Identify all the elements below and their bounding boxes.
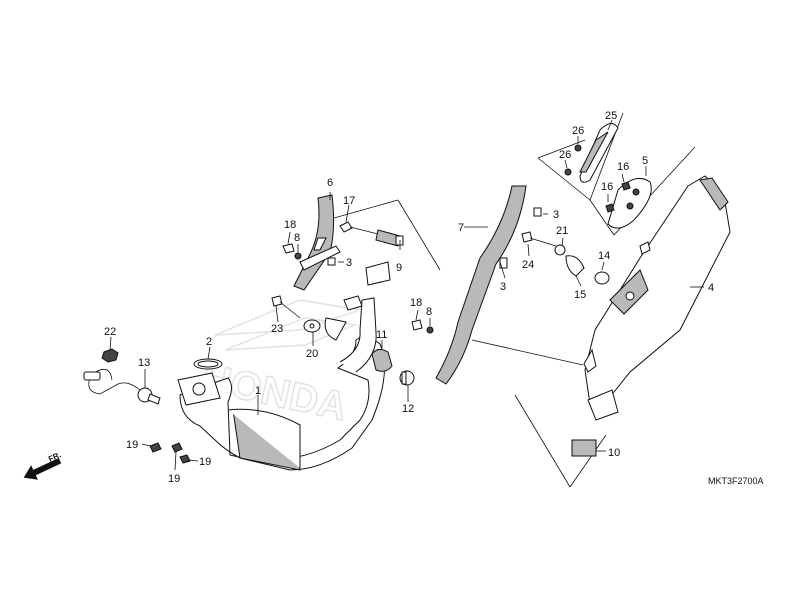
- bracket-parts-20-23: [271, 295, 363, 341]
- callout-19-right: 19: [199, 456, 211, 468]
- callout-2: 2: [206, 336, 212, 348]
- callout-labels: 1 2 3 3 3 4 5 6 7 8 8 9 10 11 12 13 14 1…: [104, 110, 714, 485]
- callout-16-upper: 16: [617, 161, 629, 173]
- muffler-shield-part-7: [435, 185, 527, 385]
- callout-16-lower: 16: [601, 181, 613, 193]
- mount-hardware-14-15-21-24: [521, 231, 610, 285]
- callout-8-lower: 8: [426, 306, 432, 318]
- diagram-code: MKT3F2700A: [708, 476, 764, 486]
- callout-13: 13: [138, 357, 150, 369]
- callout-18-lower: 18: [410, 297, 422, 309]
- muffler-part-4: [583, 175, 731, 421]
- callout-3-upper-right: 3: [553, 209, 559, 221]
- callout-21: 21: [556, 225, 568, 237]
- callout-9: 9: [396, 262, 402, 274]
- bolt-part-18-upper: [282, 243, 302, 260]
- bracket-part-25: [564, 123, 619, 183]
- bolt-part-18-lower: [411, 319, 434, 334]
- callout-3-lower: 3: [500, 281, 506, 293]
- fitting-parts-19: [149, 442, 191, 464]
- exhaust-pipe-part-1: [177, 261, 391, 471]
- callout-19-bottom: 19: [168, 473, 180, 485]
- callout-11: 11: [376, 329, 387, 341]
- callout-17: 17: [343, 195, 355, 207]
- callout-5: 5: [642, 155, 648, 167]
- front-direction-indicator: FR.: [23, 450, 63, 480]
- callout-6: 6: [327, 177, 333, 189]
- callout-8-upper: 8: [294, 232, 300, 244]
- bolt-part-17: [339, 221, 379, 235]
- callout-4: 4: [708, 282, 714, 294]
- callout-3-upper-left: 3: [346, 257, 352, 269]
- callout-14: 14: [598, 250, 610, 262]
- nut-part-22: [101, 348, 119, 363]
- clamp-part-9: [375, 229, 404, 247]
- callout-18-upper: 18: [284, 219, 296, 231]
- grommet-parts-11-12: [371, 348, 415, 386]
- callout-10: 10: [608, 447, 620, 459]
- sensor-part-13: [83, 368, 161, 405]
- callout-15: 15: [574, 289, 586, 301]
- tip-cap-part-10: [571, 439, 597, 457]
- callout-20: 20: [306, 348, 318, 360]
- callout-12: 12: [402, 403, 414, 415]
- collar-parts-3: [327, 207, 542, 269]
- callout-23: 23: [271, 323, 283, 335]
- heat-guard-part-6: [293, 194, 341, 291]
- callout-25: 25: [605, 110, 617, 122]
- callout-22: 22: [104, 326, 116, 338]
- callout-26-lower: 26: [559, 149, 571, 161]
- callout-24: 24: [522, 259, 534, 271]
- plate-part-5: [605, 177, 652, 229]
- gasket-part-2: [193, 358, 223, 370]
- callout-1: 1: [255, 385, 261, 397]
- callout-7: 7: [458, 222, 464, 234]
- leader-lines: [109, 119, 704, 471]
- callout-19-left: 19: [126, 439, 138, 451]
- callout-26-upper: 26: [572, 125, 584, 137]
- front-arrow-icon: [23, 457, 62, 480]
